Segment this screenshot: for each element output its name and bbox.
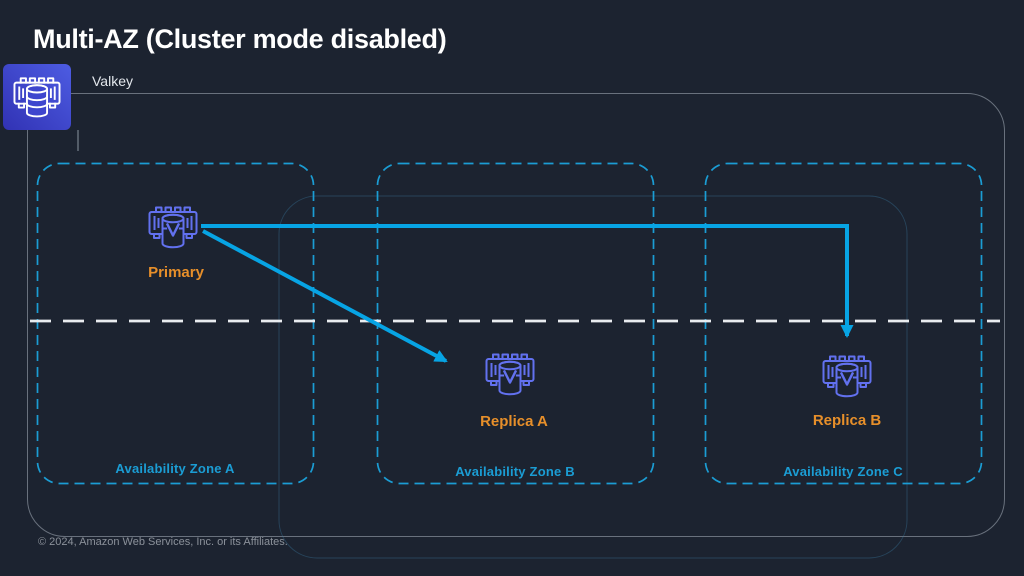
arrow-primary-to-replica-b [201, 224, 854, 338]
replica-a-node-icon [485, 353, 535, 396]
zone-c-border [704, 162, 983, 485]
ghost-group-border [278, 195, 908, 559]
zone-c-label: Availability Zone C [783, 464, 903, 479]
replica-b-node-label: Replica B [812, 412, 882, 429]
zone-b-label: Availability Zone B [455, 464, 575, 479]
zone-a-label: Availability Zone A [115, 461, 235, 476]
primary-node-label: Primary [148, 264, 204, 281]
group-icon-stub-line [77, 130, 79, 151]
memory-database-icon [13, 77, 61, 118]
primary-node-icon [148, 206, 198, 249]
elasticache-valkey-icon [3, 64, 71, 130]
page-title: Multi-AZ (Cluster mode disabled) [33, 24, 447, 54]
valkey-group-border [27, 93, 1005, 537]
copyright-text: © 2024, Amazon Web Services, Inc. or its… [38, 536, 288, 548]
replica-b-node-icon [822, 355, 872, 398]
zone-b-border [376, 162, 655, 485]
arrow-primary-to-replica-a [202, 229, 448, 363]
group-label: Valkey [92, 73, 133, 89]
replica-a-node-label: Replica A [480, 413, 548, 430]
zone-a-border [36, 162, 315, 485]
